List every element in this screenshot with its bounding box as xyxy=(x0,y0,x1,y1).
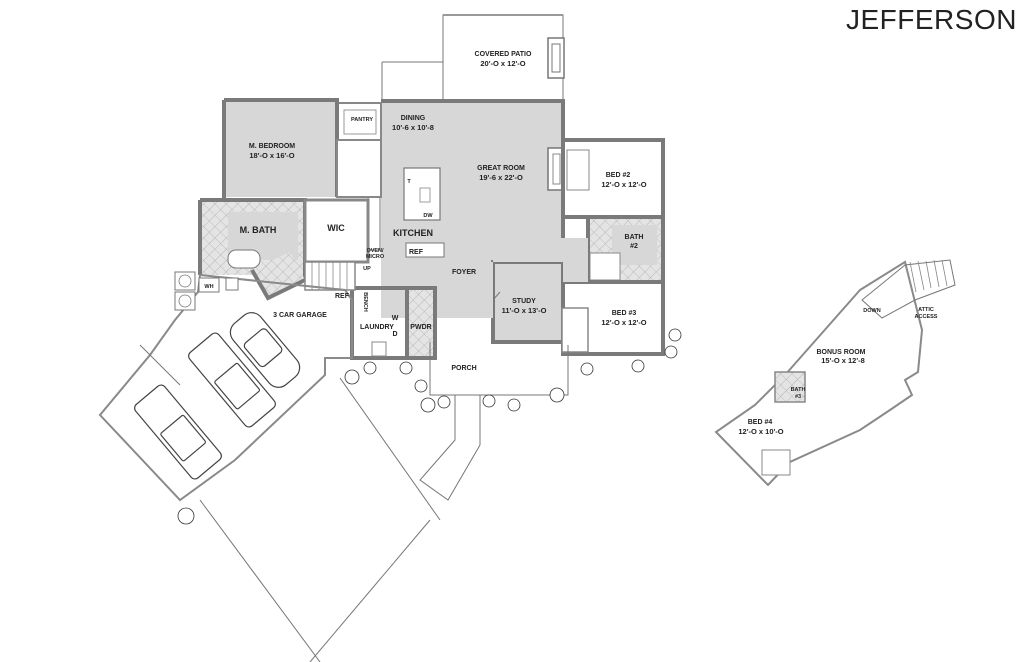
fixture-label: DW xyxy=(423,213,433,219)
ac-unit-icon xyxy=(174,271,196,291)
room-label: 3 CAR GARAGE xyxy=(273,312,327,319)
room-label: BED #2 xyxy=(606,172,631,179)
room-label: LAUNDRY xyxy=(360,324,394,331)
upper-floor xyxy=(714,259,956,487)
bathtub-icon xyxy=(227,249,261,269)
fixture-label: T xyxy=(407,179,411,185)
room-label: BONUS ROOM xyxy=(817,349,866,356)
truck-icon xyxy=(134,384,222,480)
room-label: PORCH xyxy=(451,365,476,372)
room-label: BATH xyxy=(791,387,806,393)
room-label: PWDR xyxy=(410,324,431,331)
stairs xyxy=(304,261,356,291)
room-label: M. BATH xyxy=(240,225,277,235)
porch xyxy=(199,342,569,662)
bath-2 xyxy=(586,215,665,284)
master-bedroom xyxy=(222,98,382,200)
ac-unit-icon xyxy=(174,291,196,311)
foyer xyxy=(435,238,588,318)
fixture-label: ACCESS xyxy=(915,314,938,320)
fixture-label: W xyxy=(392,315,399,322)
room-label: DINING xyxy=(401,115,426,122)
room-dimensions: 18'-O x 16'-O xyxy=(249,151,294,160)
bath-3-area xyxy=(774,371,806,403)
room-dimensions: 12'-O x 12'-O xyxy=(601,180,646,189)
truck-icon xyxy=(188,332,276,428)
room-label: COVERED PATIO xyxy=(475,51,532,58)
plan-title: JEFFERSON xyxy=(846,4,1017,35)
room-dimensions: 15'-O x 12'-8 xyxy=(821,356,865,365)
master-bath xyxy=(198,198,307,301)
fixture-label: ATTIC xyxy=(918,307,934,313)
room-label-sub: #3 xyxy=(795,394,801,400)
room-label: BED #3 xyxy=(612,310,637,317)
room-dimensions: 11'-O x 13'-O xyxy=(502,306,547,315)
powder-room xyxy=(405,286,437,360)
garage xyxy=(98,271,353,502)
room-dimensions: 20'-O x 12'-O xyxy=(480,59,525,68)
fixture-label: UP xyxy=(363,266,371,272)
fixture-label: DOWN xyxy=(863,308,880,314)
study xyxy=(491,260,589,353)
room-label: PANTRY xyxy=(351,117,373,123)
room-dimensions: 12'-O x 12'-O xyxy=(601,318,646,327)
great-room-area xyxy=(367,99,565,318)
fixture-label: REF xyxy=(335,293,350,300)
pantry xyxy=(336,102,382,142)
room-label: BED #4 xyxy=(748,419,773,426)
room-label: KITCHEN xyxy=(393,228,433,238)
room-label: STUDY xyxy=(512,298,536,305)
car-icon xyxy=(229,312,301,388)
room-label: FOYER xyxy=(452,269,476,276)
room-dimensions: 19'-6 x 22'-O xyxy=(479,173,523,182)
room-dimensions: 10'-6 x 10'-8 xyxy=(392,123,434,132)
fixture-label: BENCH xyxy=(362,292,368,312)
landscaping xyxy=(177,328,682,525)
fixture-label: REF xyxy=(409,249,424,256)
fixture-label: D xyxy=(392,331,397,338)
fixture-label: WH xyxy=(204,284,213,290)
room-dimensions: 12'-O x 10'-O xyxy=(738,427,783,436)
room-label: GREAT ROOM xyxy=(477,165,525,172)
covered-patio xyxy=(381,14,565,102)
sink-icon xyxy=(419,187,431,203)
room-label: WIC xyxy=(327,223,345,233)
fixture-label: OVEN/ xyxy=(366,248,384,254)
room-label: BATH xyxy=(625,234,644,241)
fixture-label: MICRO xyxy=(366,254,385,260)
room-label: M. BEDROOM xyxy=(249,143,295,150)
room-label-sub: #2 xyxy=(630,243,638,250)
